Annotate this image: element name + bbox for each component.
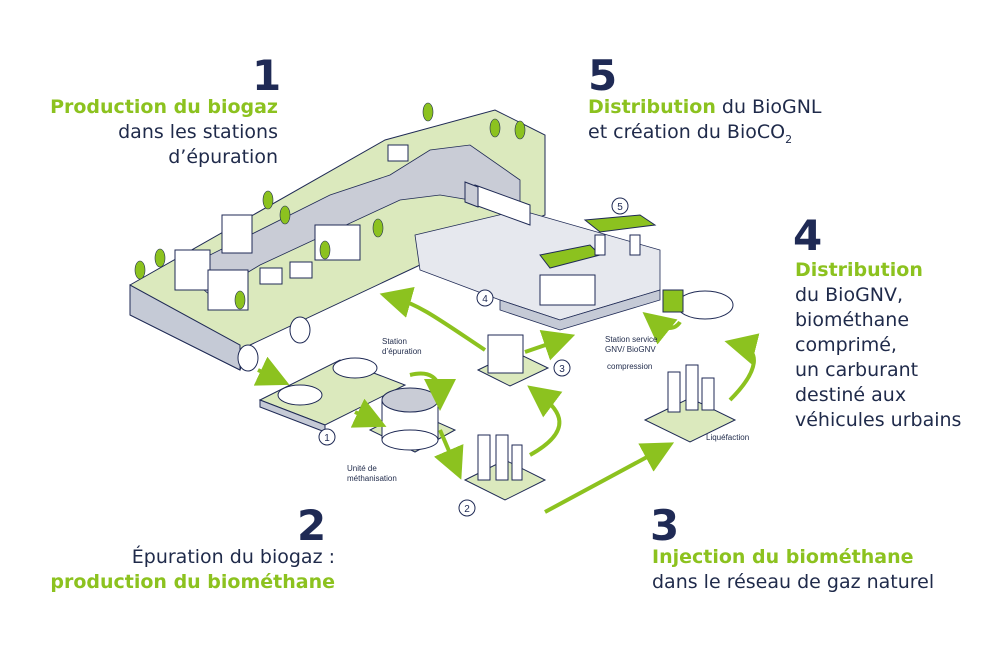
marker-5 <box>611 197 629 215</box>
marker-4 <box>476 289 494 307</box>
label-unite-methanisation: Unité de méthanisation <box>347 464 397 483</box>
step-5-line2-sub: 2 <box>785 132 793 146</box>
label-compression: compression <box>607 362 653 371</box>
step-markers <box>318 197 629 517</box>
step-4-line3: biométhane <box>795 309 910 331</box>
marker-1 <box>318 428 336 446</box>
step-3-text: Injection du biométhane dans le réseau d… <box>652 545 982 595</box>
step-4-line7: véhicules urbains <box>795 409 962 431</box>
step-4-highlight: Distribution <box>795 259 923 281</box>
label-liquefaction: Liquéfaction <box>706 433 750 442</box>
tanker-truck <box>662 289 734 320</box>
marker-2 <box>458 499 476 517</box>
methanisation-unit <box>368 387 457 453</box>
step-1-number: 1 <box>252 51 282 100</box>
step-2-number: 2 <box>297 501 327 550</box>
step-5-highlight: Distribution <box>588 96 716 118</box>
purification-unit <box>463 434 547 501</box>
step-1-line3: d’épuration <box>168 146 278 168</box>
marker-3 <box>553 359 571 377</box>
marker-1-label: 1 <box>324 433 330 444</box>
step-5-text: Distribution du BioGNL et création du Bi… <box>588 95 848 152</box>
step-5-line1-rest: du BioGNL <box>715 96 822 118</box>
step-4-line6: destiné aux <box>795 384 907 406</box>
compression-unit <box>476 334 550 387</box>
truck <box>464 181 531 226</box>
step-4-line4: comprimé, <box>795 334 897 356</box>
step-4-line5: un carburant <box>795 359 919 381</box>
step-3-highlight: Injection du biométhane <box>652 546 914 568</box>
step-2-line1: Épuration du biogaz : <box>131 546 335 568</box>
fuel-station <box>539 214 657 306</box>
label-station-epuration: Station d’épuration <box>382 337 422 356</box>
label-station-service: Station service GNV/ BioGNV <box>605 335 658 354</box>
step-4-text: Distribution du BioGNV, biométhane compr… <box>795 258 995 433</box>
step-4-number: 4 <box>793 211 823 260</box>
step-1-line2: dans les stations <box>118 121 278 143</box>
wastewater-plant <box>258 357 407 433</box>
step-3-number: 3 <box>650 501 680 550</box>
flow-arrows <box>253 286 760 514</box>
step-1-text: Production du biogaz dans les stations d… <box>40 95 278 170</box>
pipes <box>237 316 311 372</box>
step-1-highlight: Production du biogaz <box>50 96 278 118</box>
step-5-line2: et création du BioCO <box>588 121 786 143</box>
liquefaction-unit <box>643 364 737 443</box>
marker-5-label: 5 <box>617 202 623 213</box>
marker-2-label: 2 <box>464 504 470 515</box>
step-4-line2: du BioGNV, <box>795 284 904 306</box>
marker-3-label: 3 <box>559 364 565 375</box>
marker-4-label: 4 <box>482 294 488 305</box>
step-2-highlight: production du biométhane <box>50 571 335 593</box>
trees <box>134 102 526 310</box>
step-5-number: 5 <box>588 51 618 100</box>
step-3-line2: dans le réseau de gaz naturel <box>652 571 935 593</box>
step-2-text: Épuration du biogaz : production du biom… <box>20 545 335 595</box>
